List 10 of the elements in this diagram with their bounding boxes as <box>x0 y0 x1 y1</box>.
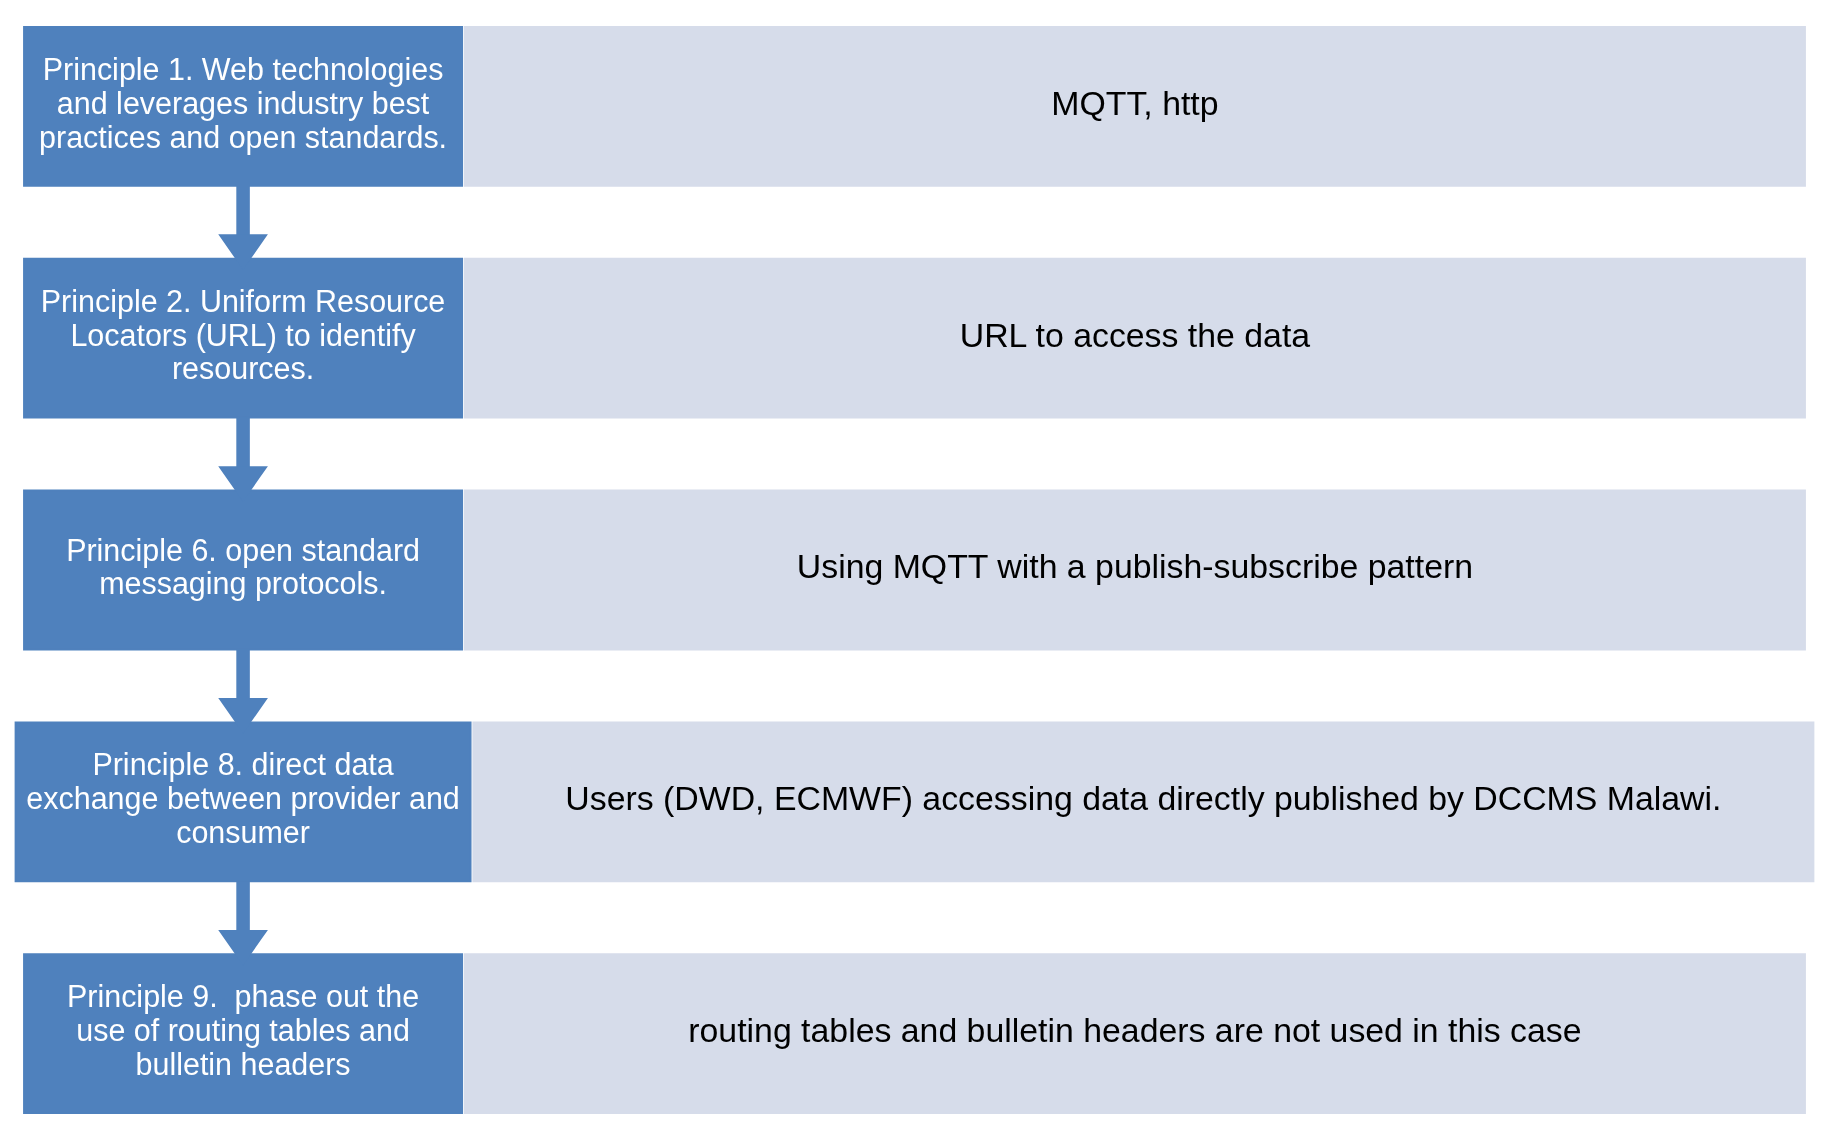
node-box: Principle 2. Uniform Resource Locators (URL) to identify resources. <box>23 257 464 419</box>
node-box: URL to access the data <box>463 257 1806 419</box>
node-box: Users (DWD, ECMWF) accessing data directly published by DCCMS Malawi. <box>472 721 1815 883</box>
node-box: MQTT, http <box>463 25 1806 187</box>
node-box: Principle 8. direct data exchange between provider and consumer <box>14 721 472 883</box>
node-box: Principle 9. phase out the use of routing tables and bulletin headers <box>23 953 464 1115</box>
node-box: Using MQTT with a publish-subscribe pattern <box>463 489 1806 651</box>
node-box: routing tables and bulletin headers are not used in this case <box>463 953 1806 1115</box>
node-box: Principle 1. Web technologies and leverages industry best practices and open standards. <box>23 25 464 187</box>
node-box: Principle 6. open standard messaging protocols. <box>23 489 464 651</box>
